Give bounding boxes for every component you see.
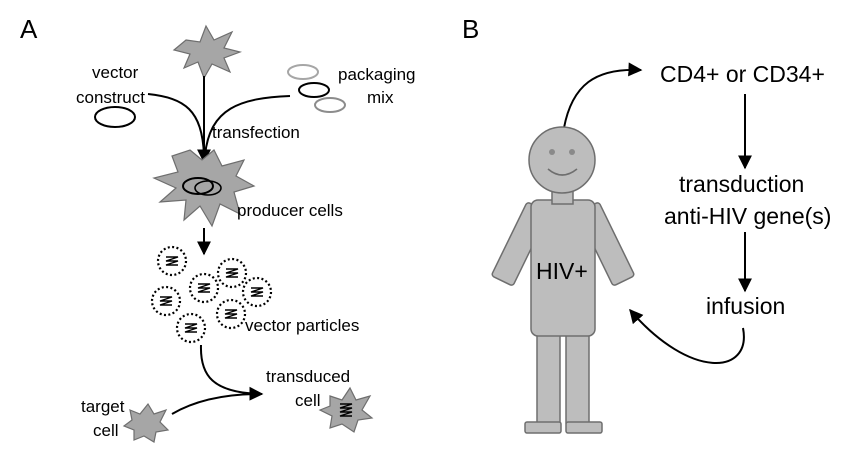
transduced-cell-label-line2: cell	[295, 391, 321, 410]
target-cell-label-line2: cell	[93, 421, 119, 440]
patient-head	[528, 126, 596, 194]
vector-construct-label-line2: construct	[76, 88, 145, 107]
vector-particle-icon	[188, 272, 220, 304]
vector-particles-label: vector particles	[245, 316, 359, 335]
patient-smile	[547, 168, 578, 176]
producer-cells-label: producer cells	[237, 201, 343, 220]
patient-left-eye	[549, 149, 555, 155]
patient-left-foot	[524, 421, 562, 434]
panel-a-letter: A	[20, 14, 38, 44]
vector-particle-icon	[156, 245, 188, 277]
vector-flow-curve	[147, 93, 205, 156]
patient-right-foot	[565, 421, 603, 434]
target-cell-label-line1: target	[81, 397, 125, 416]
hiv-positive-label: HIV+	[536, 258, 588, 284]
vector-construct-label-line1: vector	[92, 63, 139, 82]
packaging-plasmid-2-icon	[298, 82, 330, 98]
cell-types-label: CD4+ or CD34+	[660, 61, 825, 87]
infusion-label: infusion	[706, 293, 785, 319]
packaging-plasmid-3-icon	[314, 97, 346, 113]
transduced-provirus-icon	[339, 403, 353, 417]
producer-cells-icon	[152, 149, 256, 228]
transduction-label: transduction	[679, 171, 804, 197]
patient-figure	[491, 126, 635, 434]
packaging-flow-curve	[204, 95, 291, 156]
vector-particle-icon	[216, 257, 248, 289]
packaging-mix-label-line1: packaging	[338, 65, 416, 84]
transfection-label: transfection	[212, 123, 300, 142]
vector-plasmid-icon	[94, 106, 136, 128]
harvest-arrow	[561, 62, 643, 143]
donor-cell-icon	[172, 24, 243, 80]
particles-to-transduced-curve	[199, 344, 264, 401]
target-cell-icon	[122, 402, 170, 443]
target-to-transduced-curve	[171, 393, 261, 415]
vector-particle-icon	[150, 285, 182, 317]
patient-right-leg	[565, 329, 590, 426]
vector-particle-icon	[215, 298, 247, 330]
patient-left-leg	[536, 329, 561, 426]
transduced-cell-label-line1: transduced	[266, 367, 350, 386]
panel-b-letter: B	[462, 14, 479, 44]
infusion-return-arrow	[629, 308, 745, 365]
packaging-plasmid-1-icon	[287, 64, 319, 80]
patient-right-eye	[569, 149, 575, 155]
anti-hiv-label: anti-HIV gene(s)	[664, 203, 831, 229]
vector-particles-group	[150, 245, 273, 344]
packaging-mix-label-line2: mix	[367, 88, 394, 107]
producer-plasmid-2-icon	[194, 180, 222, 196]
vector-particle-icon	[241, 276, 273, 308]
producer-plasmid-1-icon	[182, 177, 214, 195]
vector-particle-icon	[175, 312, 207, 344]
